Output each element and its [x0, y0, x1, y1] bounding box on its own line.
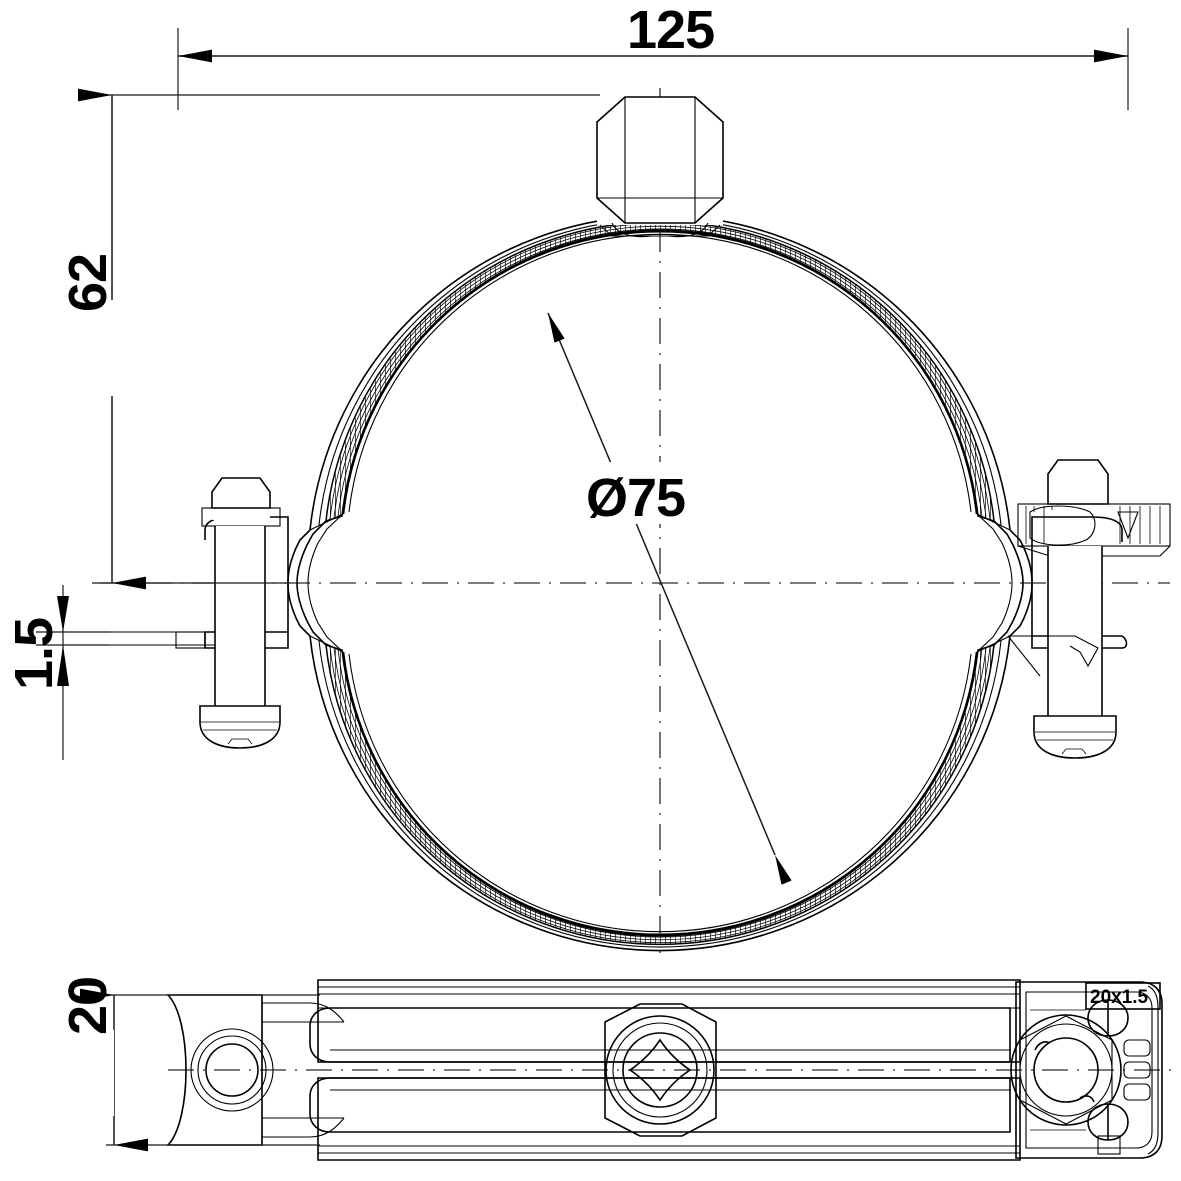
side-left-cap-curve	[167, 994, 187, 1146]
top-hex-nut	[596, 96, 724, 238]
plate-slot	[175, 631, 206, 649]
side-thread-tick-left	[1034, 1041, 1051, 1051]
side-bolt-hole-ring-mid	[197, 1035, 267, 1105]
lower-liner-line-2	[333, 647, 987, 941]
side-bolt-hole-ring-outer	[190, 1028, 274, 1112]
left-bolt-foot	[199, 705, 281, 749]
lower-band-outer-inner-edge	[318, 640, 1002, 948]
upper-left-shell-cut	[309, 513, 344, 531]
thread-size-label: 20x1.5	[1090, 987, 1149, 1008]
diameter-label-mask	[576, 462, 696, 524]
upper-liner-line-2	[333, 225, 987, 519]
right-holder-wedge	[1117, 511, 1139, 540]
side-band-upper-profile	[309, 1007, 1011, 1063]
side-bolt-hole-ring-inner	[205, 1043, 259, 1097]
side-nut-ring-mid	[612, 1022, 708, 1118]
height-dim-label: 62	[58, 254, 118, 312]
lower-right-lug	[1031, 583, 1128, 649]
side-end-nut-outer	[1010, 1014, 1122, 1126]
thickness-arrow-lower	[57, 645, 69, 686]
lower-band-outer-edge	[309, 635, 1011, 952]
width-label-mask	[616, 6, 712, 54]
diameter-label: Ø75	[586, 468, 685, 528]
side-nut-ring-inner	[622, 1032, 698, 1108]
dimension-plate-thickness: 1.5	[4, 585, 110, 760]
side-nut-ring-outer	[605, 1015, 715, 1125]
right-holder-cam	[1029, 505, 1096, 546]
upper-right-lug	[1031, 516, 1123, 583]
lower-liner-line-3	[337, 648, 983, 938]
left-bolt-shank-fill	[215, 526, 265, 706]
side-end-plate-edge-relief	[1147, 985, 1159, 1155]
lower-liner-line-1	[329, 646, 991, 944]
right-bolt-head-fill	[1048, 460, 1108, 504]
thread-marking-plate	[1085, 982, 1161, 1010]
right-bolt-shank-fill	[1048, 546, 1102, 716]
side-band-lower-profile	[309, 1077, 1011, 1133]
side-right-end-plate: 20x1.5	[1010, 981, 1163, 1159]
lower-half-shell	[204, 582, 1128, 952]
band-dim-label: 20	[58, 977, 118, 1035]
upper-left-bore-end	[307, 513, 344, 584]
lower-left-shell-inner-end	[296, 582, 327, 646]
side-band-upper	[309, 979, 1021, 1063]
dimension-height-to-center: 62	[58, 88, 600, 590]
lower-left-bore-end	[307, 582, 344, 653]
left-bolt-assembly	[199, 477, 281, 749]
upper-liner-line-3	[337, 228, 983, 518]
upper-bore-edge	[341, 229, 979, 515]
right-retaining-clip	[1008, 635, 1099, 668]
side-band-lower	[309, 1077, 1021, 1161]
side-end-plate-inner-outline	[1025, 991, 1153, 1149]
upper-right-shell-inner-end	[993, 520, 1024, 584]
diameter-leader: Ø75	[547, 312, 792, 885]
hex-nut-flange	[599, 224, 721, 237]
lower-right-shell-cut	[976, 635, 1011, 653]
side-thread-tick-right	[1079, 1095, 1095, 1103]
side-nut-hex-outline	[604, 1003, 717, 1137]
height-label-mask	[68, 300, 114, 396]
side-center-nut	[604, 1003, 717, 1137]
lower-right-bore-end	[976, 582, 1013, 653]
width-dim-label: 125	[627, 0, 714, 60]
right-bolt-foot	[1033, 715, 1117, 759]
side-slot-bottom-square	[1097, 1135, 1121, 1155]
side-end-plate-ribs	[1123, 1039, 1151, 1101]
lower-left-shell-cut	[309, 635, 344, 653]
lower-bore-inner-line	[348, 653, 972, 933]
upper-left-shell-inner-end	[296, 520, 327, 584]
right-clip-diagonal	[1007, 635, 1041, 677]
right-holder-ribs	[1025, 506, 1161, 544]
left-bolt-head-fill	[212, 478, 270, 520]
diameter-leader-line	[547, 312, 792, 885]
side-view: 20x1.5	[166, 979, 1163, 1161]
hex-nut-body-fill	[597, 97, 723, 225]
upper-bore-inner-line	[348, 233, 972, 513]
right-bolt-foot-notch	[1061, 748, 1087, 755]
dimension-band-width: 20	[58, 977, 320, 1152]
lower-bore-edge	[341, 651, 979, 937]
upper-right-bore-end	[976, 513, 1013, 584]
left-bolt-foot-notch	[227, 738, 253, 745]
side-upper-fixing-slot	[1087, 999, 1129, 1037]
right-holder-base	[1017, 545, 1171, 557]
lower-right-shell-inner-end	[993, 582, 1024, 646]
thickness-arrow-upper	[57, 596, 69, 632]
thickness-dim-label: 1.5	[4, 618, 64, 690]
side-nut-cross-recess	[628, 1038, 692, 1102]
upper-right-shell-cut	[976, 513, 1011, 531]
front-view: Ø75	[36, 96, 1171, 952]
band-label-mask	[68, 1030, 114, 1116]
side-lower-fixing-slot	[1087, 1103, 1129, 1155]
side-left-bolt-hole	[190, 1028, 274, 1112]
right-bolt-assembly	[1007, 459, 1171, 759]
dimension-overall-width: 125	[177, 0, 1129, 110]
side-end-nut-hex	[1019, 1015, 1113, 1125]
side-end-nut-inner	[1033, 1037, 1099, 1103]
